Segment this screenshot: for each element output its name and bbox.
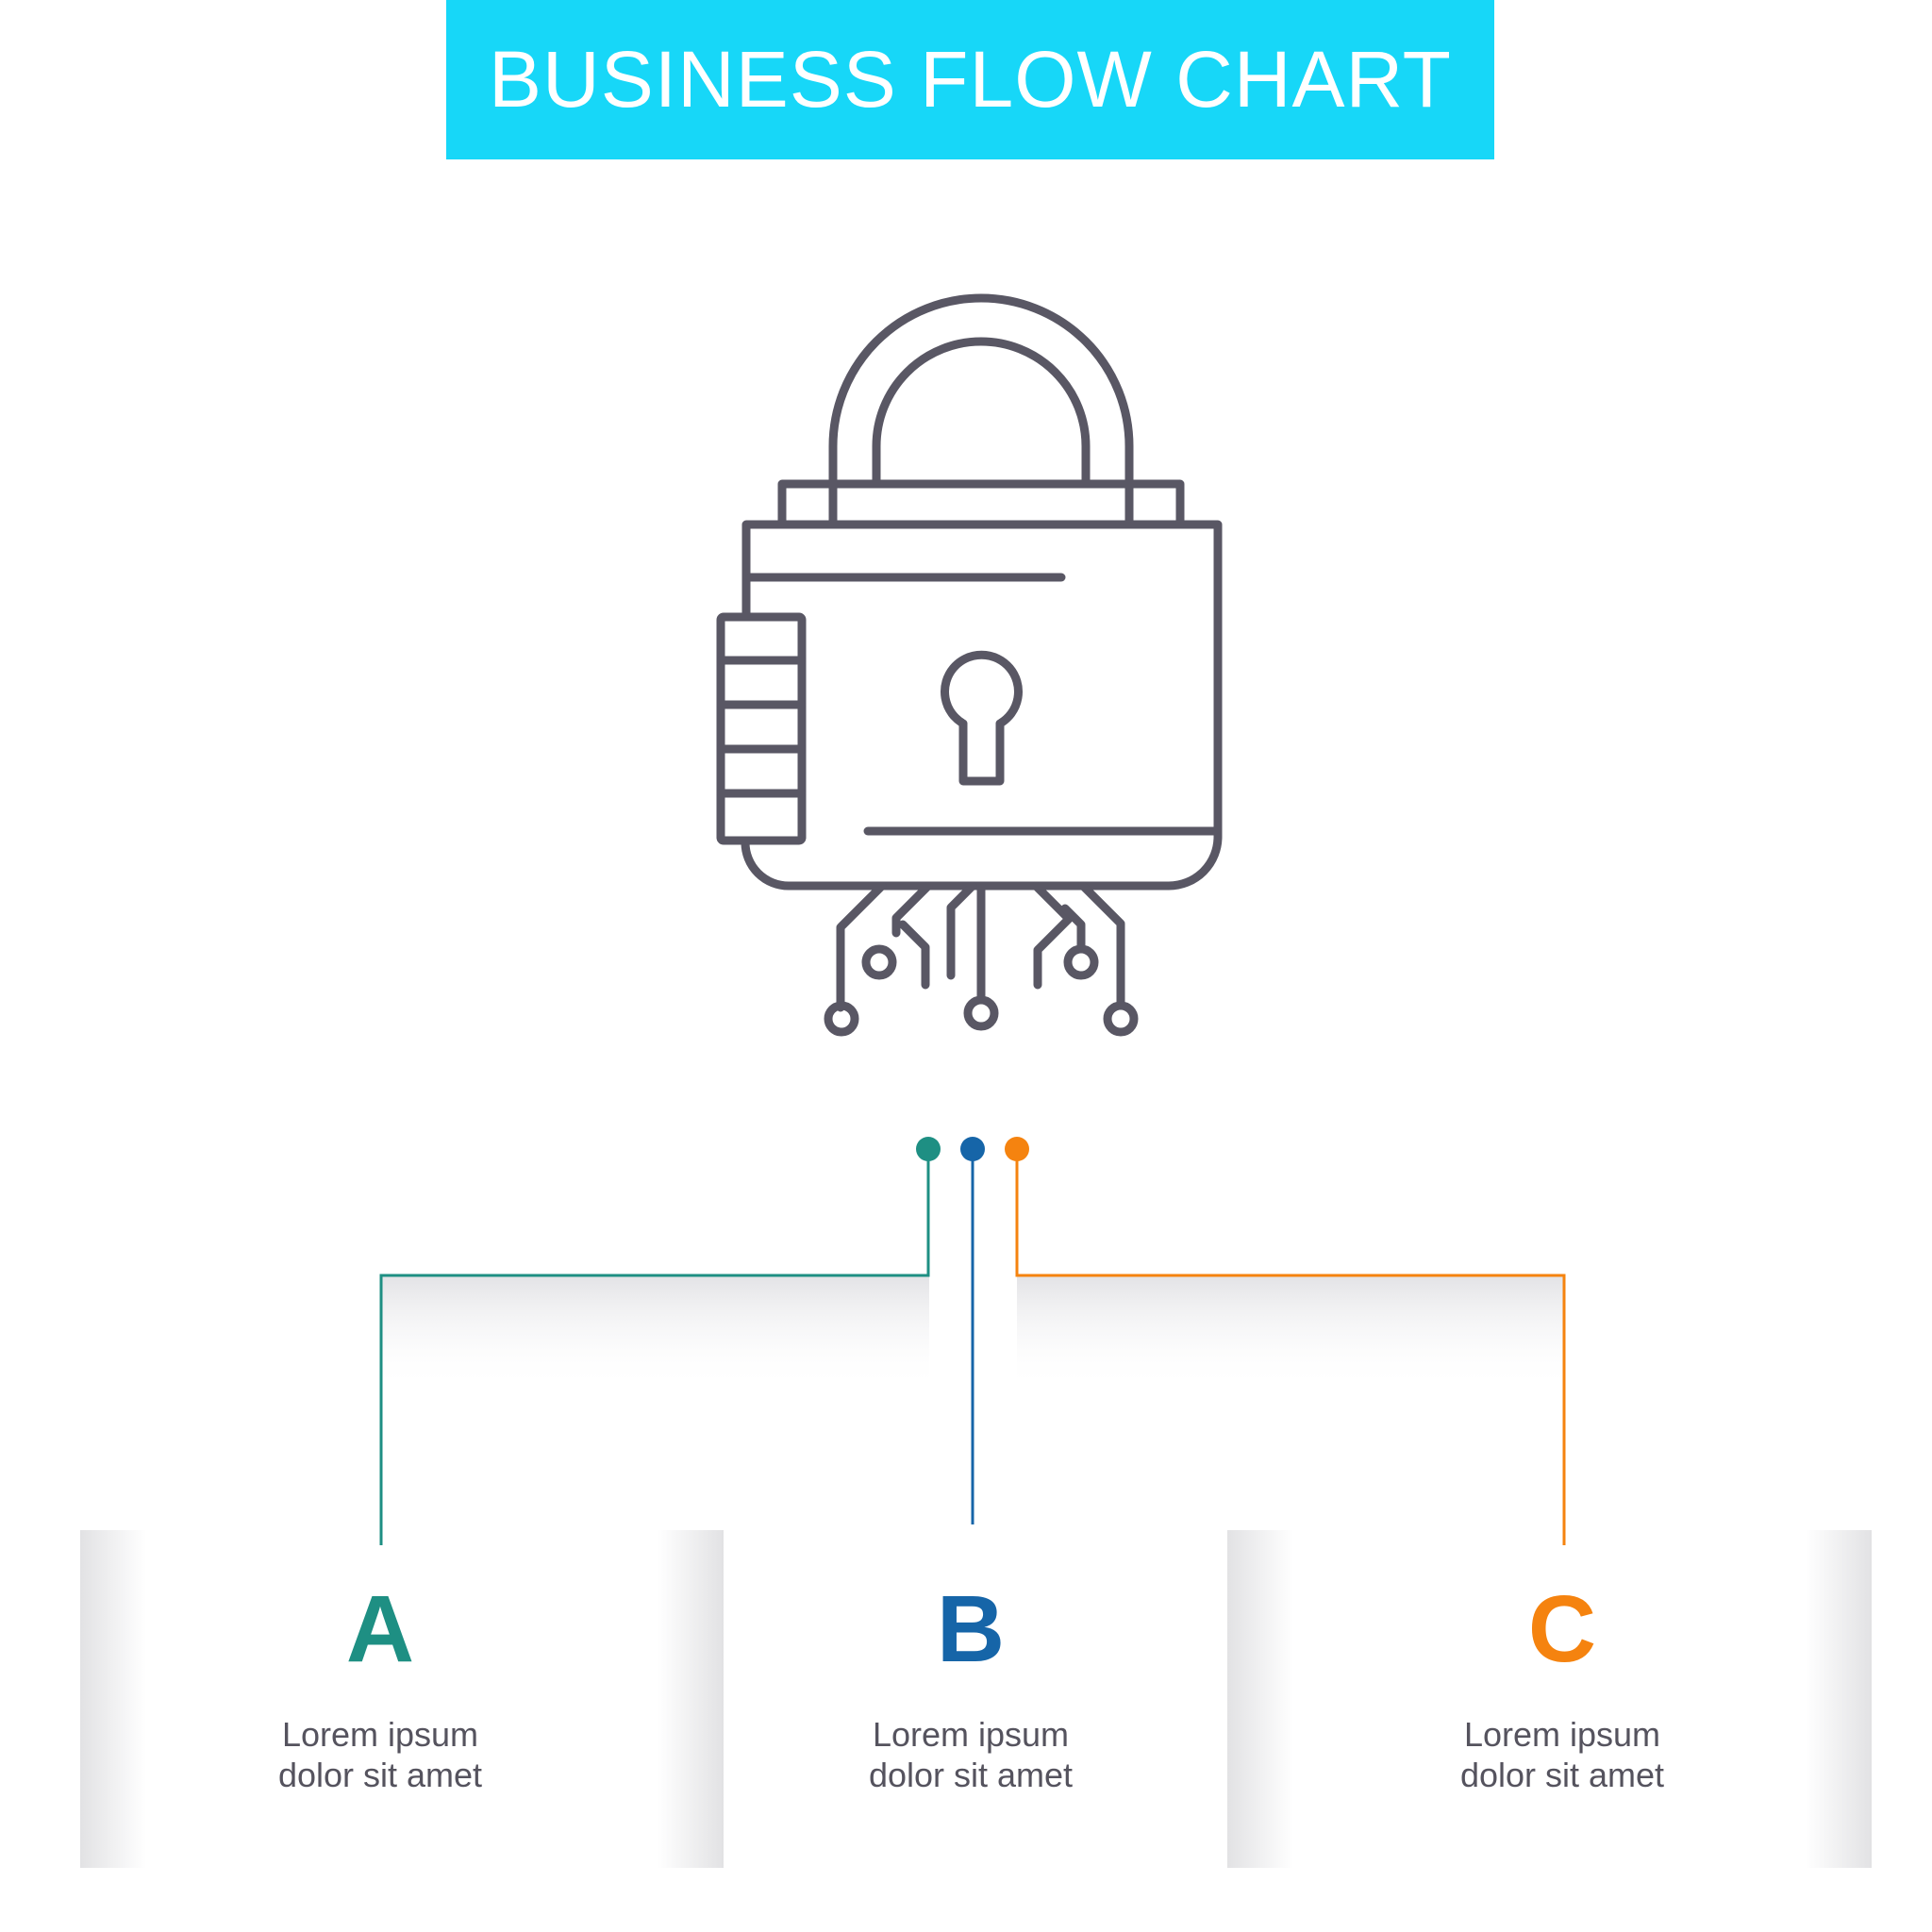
step-text-line: dolor sit amet [1459, 1756, 1665, 1794]
step-description: Lorem ipsum dolor sit amet [173, 1714, 588, 1795]
card-shade [1227, 1530, 1293, 1868]
step-a: A Lorem ipsum dolor sit amet [173, 1530, 588, 1868]
step-description: Lorem ipsum dolor sit amet [1355, 1714, 1770, 1795]
step-text-line: Lorem ipsum [872, 1715, 1070, 1754]
card-c [1227, 1530, 1872, 1868]
header: BUSINESS FLOW CHART [446, 0, 1494, 159]
connector-shade-left [382, 1276, 929, 1390]
step-letter: B [936, 1576, 1006, 1682]
step-description: Lorem ipsum dolor sit amet [763, 1714, 1178, 1795]
step-text-line: dolor sit amet [868, 1756, 1074, 1794]
cyber-security-padlock-icon [716, 293, 1223, 1037]
page-title: BUSINESS FLOW CHART [489, 35, 1452, 124]
header-background [446, 0, 1494, 159]
step-letter: C [1527, 1576, 1597, 1682]
step-text-line: Lorem ipsum [281, 1715, 479, 1754]
card-a [80, 1530, 724, 1868]
step-c: C Lorem ipsum dolor sit amet [1355, 1530, 1770, 1868]
card-shade [1806, 1530, 1872, 1868]
card-shade [80, 1530, 146, 1868]
step-b: B Lorem ipsum dolor sit amet [763, 1530, 1178, 1868]
connector-line-c [1015, 1149, 1566, 1545]
step-letter: A [345, 1576, 415, 1682]
connector-shade-right [1017, 1276, 1564, 1390]
card-shade [658, 1530, 724, 1868]
connector-line-a [379, 1149, 930, 1545]
step-text-line: dolor sit amet [277, 1756, 483, 1794]
step-text-line: Lorem ipsum [1463, 1715, 1661, 1754]
